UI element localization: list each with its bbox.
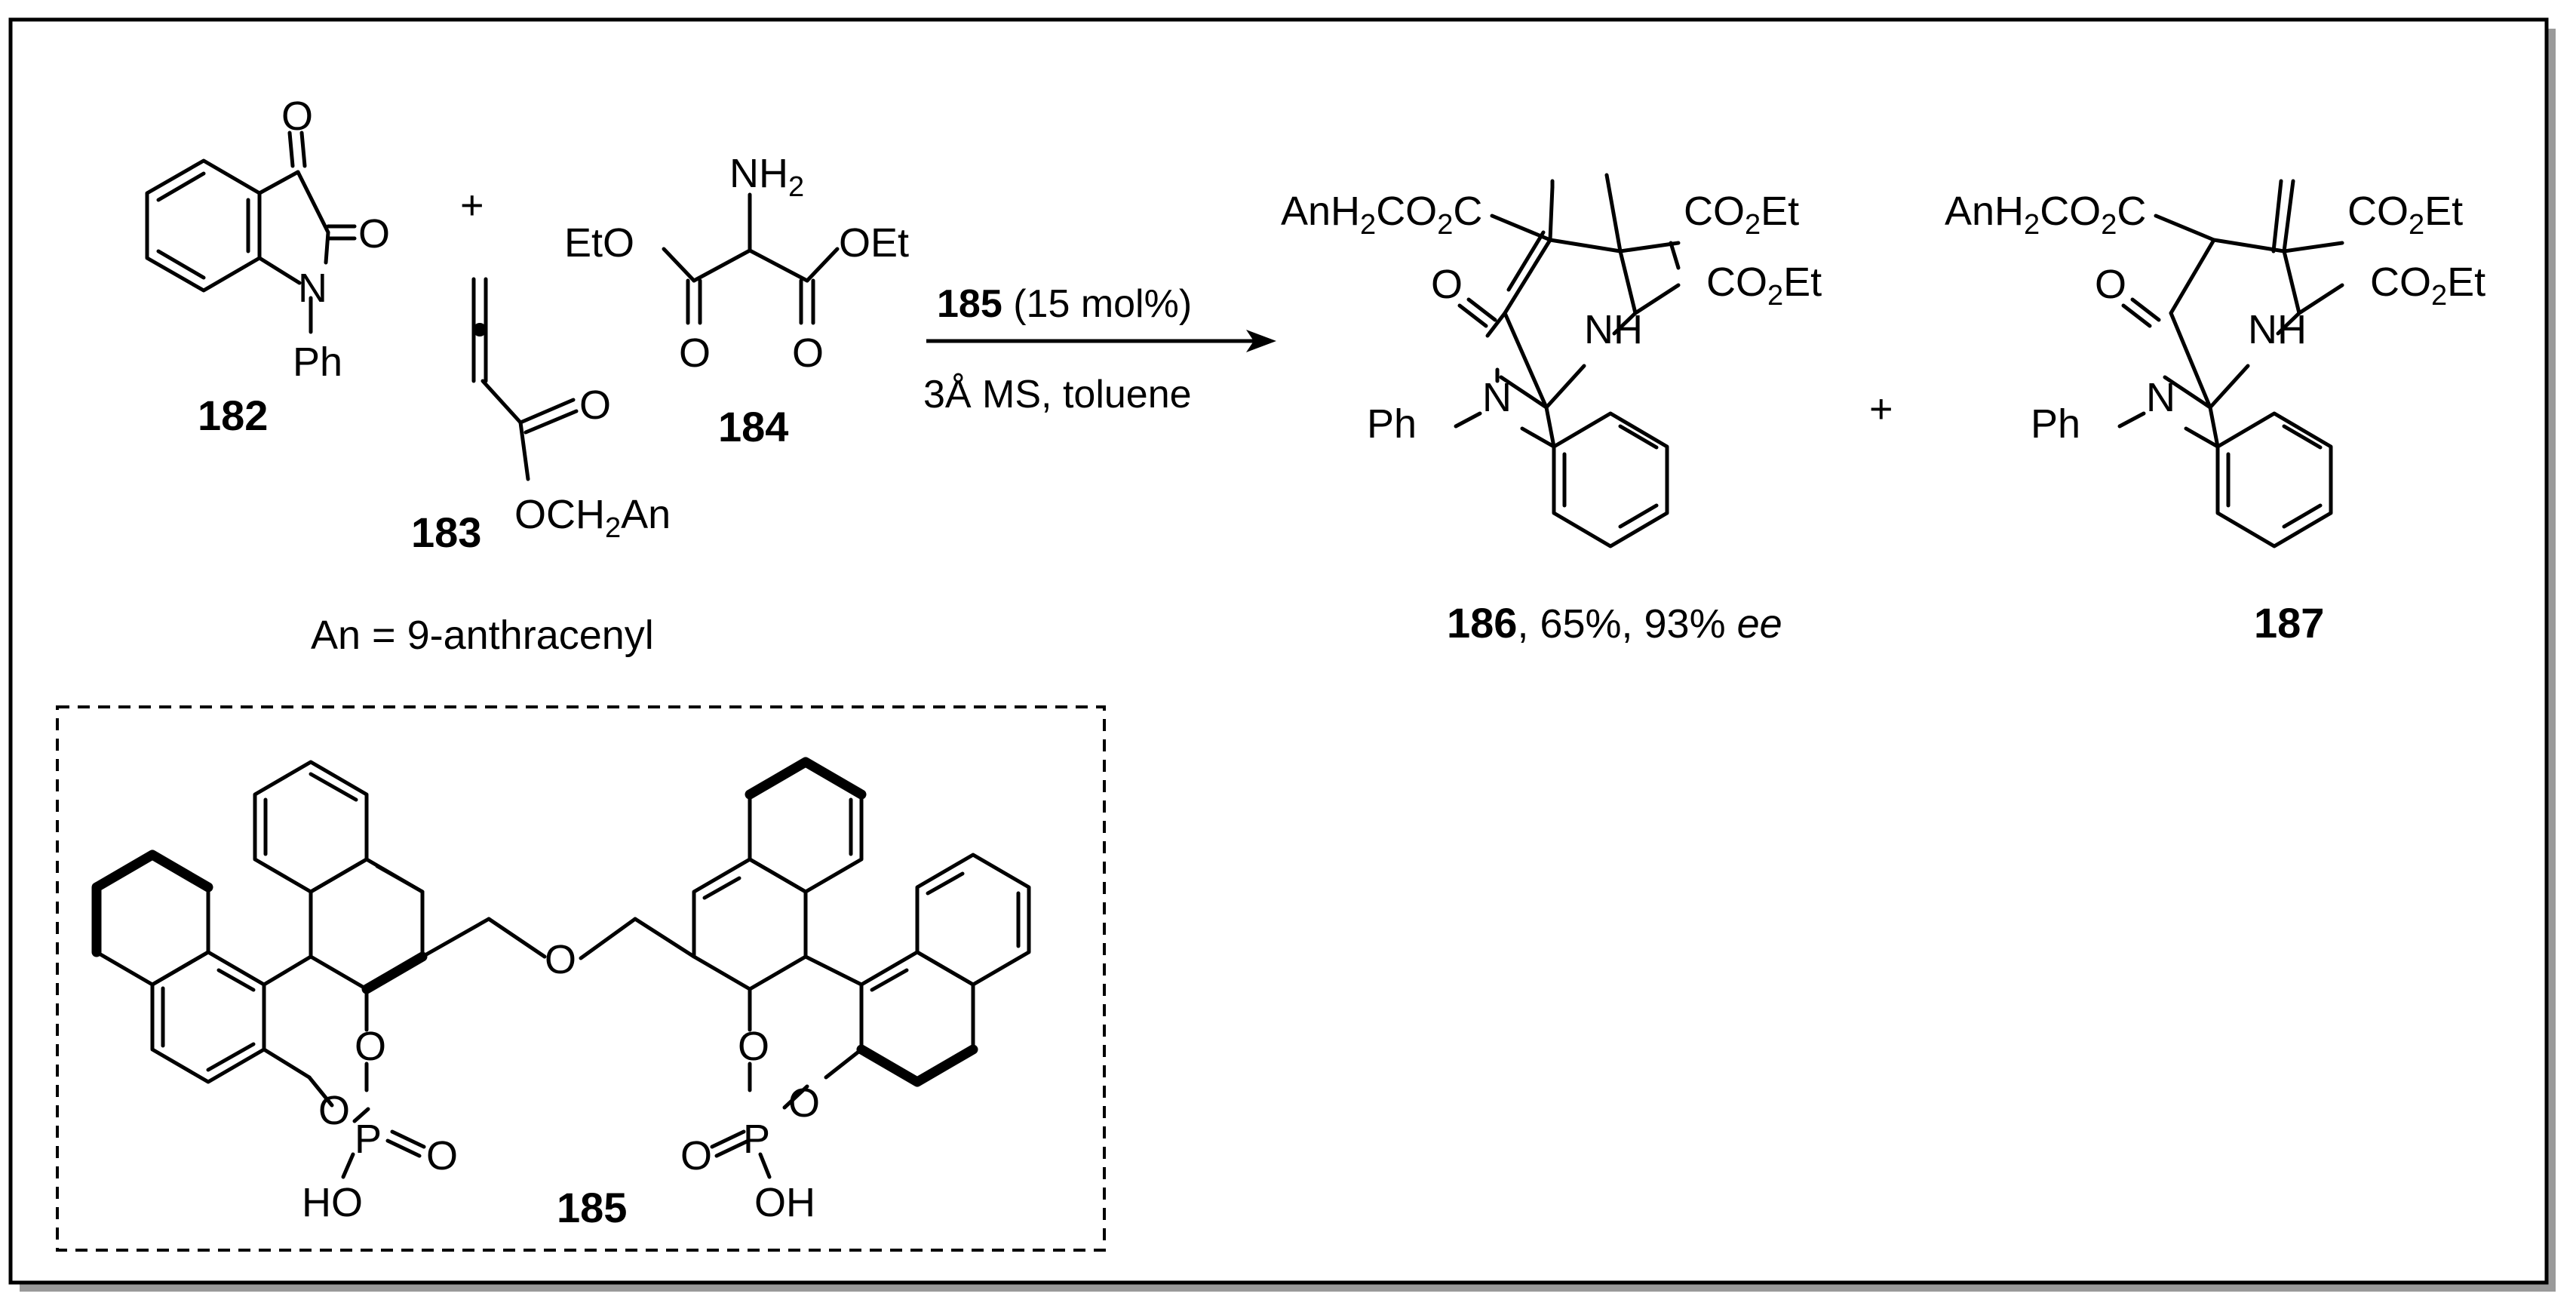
subscript-2: 2	[1745, 209, 1761, 241]
atom-C: C	[1453, 189, 1482, 234]
atom-Et: Et	[2424, 189, 2463, 234]
compound-183-structure: O OCH2An 183	[411, 277, 671, 556]
atom-Et: Et	[2447, 260, 2485, 305]
atom-O: O	[1431, 262, 1463, 307]
svg-text:CO2Et: CO2Et	[2347, 189, 2463, 241]
subscript-2: 2	[1437, 209, 1453, 241]
atom-NH: NH	[729, 151, 788, 196]
catalyst-id: 185	[937, 282, 1002, 326]
svg-text:AnH2CO2C: AnH2CO2C	[1945, 189, 2146, 241]
compound-label-186: 186	[1447, 599, 1517, 647]
svg-text:NH2: NH2	[729, 151, 804, 203]
reaction-arrow	[926, 330, 1276, 352]
compound-label-182: 182	[198, 392, 268, 439]
compound-label-187: 187	[2254, 599, 2324, 647]
atom-Ph: Ph	[1367, 401, 1417, 447]
svg-text:AnH2CO2C: AnH2CO2C	[1281, 189, 1482, 241]
atom-O: O	[788, 1080, 820, 1126]
svg-text:CO2Et: CO2Et	[1706, 260, 1822, 312]
atom-An: An	[621, 492, 671, 537]
atom-OH: OH	[754, 1180, 815, 1225]
atom-Ph: Ph	[2031, 401, 2080, 447]
atom-O: O	[792, 330, 824, 376]
atom-O: O	[358, 211, 390, 257]
atom-AnH: AnH	[1945, 189, 2024, 234]
atom-O: O	[281, 94, 313, 139]
atom-Et: Et	[1761, 189, 1799, 234]
subscript-2: 2	[605, 512, 621, 544]
compound-label-185: 185	[557, 1184, 627, 1231]
plus-sign: +	[1869, 386, 1893, 432]
compound-187-structure: AnH2CO2C CO2Et CO2Et O NH N Ph 187	[1945, 179, 2485, 647]
plus-sign: +	[460, 183, 484, 228]
svg-text:OCH2An: OCH2An	[514, 492, 671, 544]
atom-OEt: OEt	[839, 220, 909, 266]
atom-CO: CO	[1684, 189, 1745, 234]
subscript-2: 2	[2024, 209, 2040, 241]
atom-O: O	[318, 1088, 350, 1133]
atom-Et: Et	[1783, 260, 1822, 305]
result-186-ee: ee	[1737, 601, 1782, 647]
atom-O: O	[679, 330, 711, 376]
scheme-frame	[8, 17, 2556, 1292]
atom-CO: CO	[2347, 189, 2409, 234]
compound-label-184: 184	[718, 403, 788, 450]
atom-O: O	[2095, 262, 2126, 307]
footnote-an-definition: An = 9-anthracenyl	[311, 613, 654, 658]
atom-O: O	[738, 1024, 769, 1069]
conditions-catalyst: 185 (15 mol%)	[937, 282, 1192, 326]
atom-AnH: AnH	[1281, 189, 1360, 234]
compound-186-structure: AnH2CO2C CO2Et CO2Et O NH N Ph 186, 65%,…	[1281, 173, 1822, 647]
atom-EtO: EtO	[564, 220, 634, 266]
atom-N: N	[1482, 375, 1512, 420]
atom-NH: NH	[1584, 307, 1643, 352]
atom-NH: NH	[2248, 307, 2307, 352]
svg-text:CO2Et: CO2Et	[2370, 260, 2485, 312]
subscript-2: 2	[788, 171, 804, 203]
subscript-2: 2	[2101, 209, 2117, 241]
atom-O: O	[426, 1133, 458, 1178]
atom-C: C	[2117, 189, 2146, 234]
atom-P: P	[355, 1117, 382, 1162]
subscript-2: 2	[2431, 280, 2447, 312]
result-186-yield: , 65%, 93%	[1517, 601, 1736, 647]
atom-P: P	[743, 1117, 770, 1162]
atom-CO: CO	[2370, 260, 2431, 305]
svg-text:CO2Et: CO2Et	[1684, 189, 1799, 241]
atom-O: O	[680, 1133, 712, 1178]
atom-N: N	[2146, 375, 2175, 420]
atom-HO: HO	[302, 1180, 363, 1225]
compound-185-structure: O O P O HO O 185 O O P O OH	[91, 757, 1031, 1231]
compound-182-structure: O O N Ph 182	[145, 94, 390, 439]
subscript-2: 2	[1360, 209, 1376, 241]
atom-O: O	[579, 383, 611, 428]
atom-CO: CO	[1706, 260, 1767, 305]
atom-Ph: Ph	[293, 340, 342, 385]
compound-184-structure: NH2 EtO OEt O O 184	[564, 151, 909, 450]
subscript-2: 2	[2409, 209, 2424, 241]
atom-O: O	[355, 1024, 386, 1069]
atom-OCH: OCH	[514, 492, 605, 537]
atom-CO: CO	[1376, 189, 1437, 234]
atom-CO: CO	[2040, 189, 2101, 234]
catalyst-loading: (15 mol%)	[1002, 282, 1192, 326]
svg-text:186, 65%, 93% ee: 186, 65%, 93% ee	[1447, 599, 1782, 647]
conditions-solvent: 3Å MS, toluene	[923, 373, 1192, 416]
subscript-2: 2	[1767, 280, 1783, 312]
compound-label-183: 183	[411, 509, 481, 556]
atom-N: N	[298, 266, 327, 311]
atom-O: O	[545, 937, 576, 982]
